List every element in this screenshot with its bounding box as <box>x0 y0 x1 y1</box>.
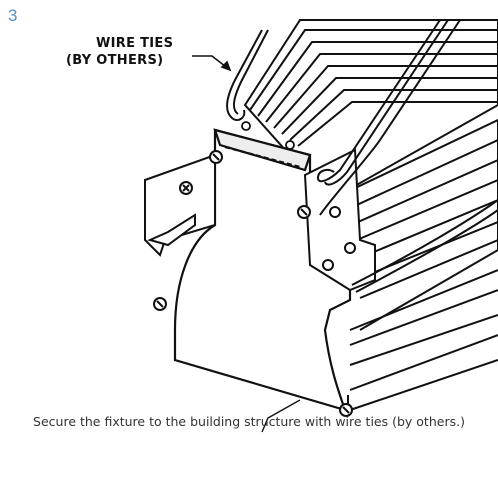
left-mounting-bracket <box>144 153 216 257</box>
callout-leader <box>192 55 232 72</box>
wire-ties <box>226 19 498 293</box>
caption-leader <box>261 399 301 433</box>
top-plate-holes <box>241 121 295 150</box>
callout-label-line1: WIRE TIES <box>96 36 173 51</box>
fixture-screws <box>153 150 353 417</box>
step-number: 3 <box>8 6 18 25</box>
callout-label-line2: (BY OTHERS) <box>66 53 163 68</box>
right-mounting-bracket <box>303 148 376 292</box>
step-caption: Secure the fixture to the building struc… <box>33 414 465 429</box>
fixture-housing-extrusion <box>243 19 498 415</box>
